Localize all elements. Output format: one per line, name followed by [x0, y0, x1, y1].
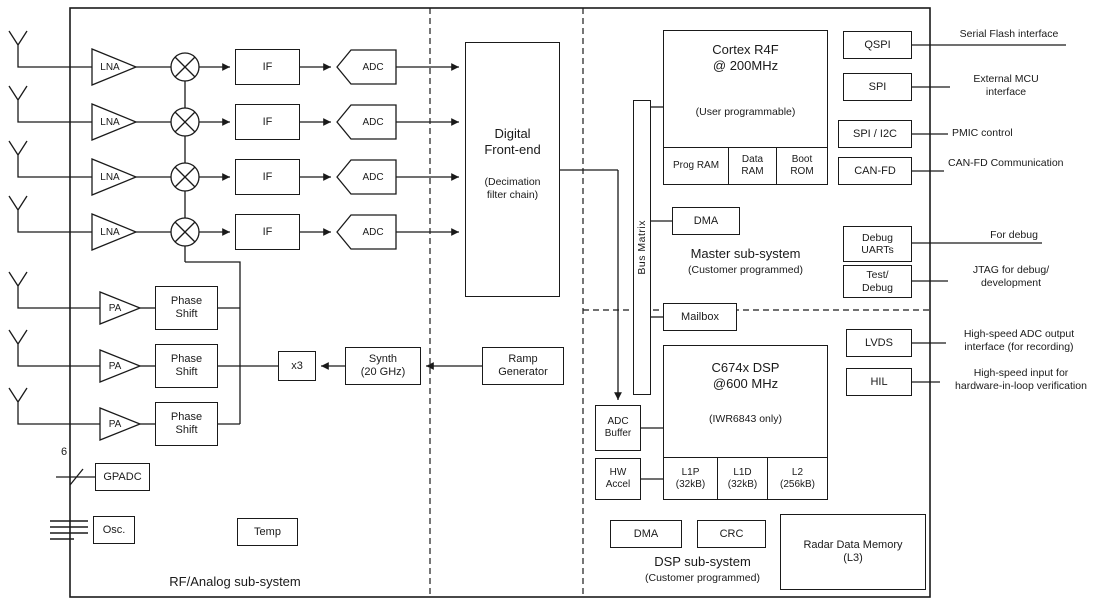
phase-shift-box: Phase Shift — [155, 344, 218, 388]
crystal-icon — [50, 520, 88, 540]
connector-lines — [56, 44, 1066, 480]
lna-label: LNA — [100, 171, 120, 183]
crc-box: CRC — [697, 520, 766, 548]
l1d-cell: L1D (32kB) — [717, 457, 768, 500]
radar-data-memory-box: Radar Data Memory (L3) — [780, 514, 926, 590]
master-dma-box: DMA — [672, 207, 740, 235]
mixer-icon — [170, 52, 200, 247]
dashed-partition-lines — [429, 8, 930, 597]
outer-frame — [69, 7, 931, 598]
adc-shape — [336, 49, 397, 250]
lna-label: LNA — [100, 226, 120, 238]
bus-width-slash — [69, 468, 84, 486]
cortex-r4f-note: (User programmable) — [695, 106, 796, 118]
hil-annotation: High-speed input for hardware-in-loop ve… — [955, 367, 1087, 393]
pa-label: PA — [108, 418, 122, 430]
test-debug-annotation: JTAG for debug/ development — [972, 264, 1050, 290]
adc-buffer-box: ADC Buffer — [595, 405, 641, 451]
if-box: IF — [235, 49, 300, 85]
gpadc-channel-count: 6 — [60, 446, 68, 458]
qspi-annotation: Serial Flash interface — [959, 28, 1059, 40]
rf-subsystem-label: RF/Analog sub-system — [169, 574, 301, 589]
spi-box: SPI — [843, 73, 912, 101]
mailbox-box: Mailbox — [663, 303, 737, 331]
rx-antenna-icon — [8, 30, 92, 233]
pa-label: PA — [108, 360, 122, 372]
dsp-dma-box: DMA — [610, 520, 682, 548]
pa-triangle — [99, 291, 142, 441]
debug-uarts-box: Debug UARTs — [843, 226, 912, 262]
temp-sensor-box: Temp — [237, 518, 298, 546]
prog-ram-cell: Prog RAM — [663, 147, 729, 185]
if-box: IF — [235, 214, 300, 250]
hw-accel-box: HW Accel — [595, 458, 641, 500]
test-debug-box: Test/ Debug — [843, 265, 912, 298]
l1p-cell: L1P (32kB) — [663, 457, 718, 500]
pa-label: PA — [108, 302, 122, 314]
tx-antenna-icon — [8, 271, 100, 425]
boot-rom-cell: Boot ROM — [776, 147, 828, 185]
adc-label: ADC — [362, 116, 384, 128]
bus-matrix-label: Bus Matrix — [635, 220, 648, 275]
lna-triangle — [91, 48, 138, 251]
master-subsystem-note: (Customer programmed) — [688, 264, 803, 276]
lvds-box: LVDS — [846, 329, 912, 357]
dsp-subsystem-note: (Customer programmed) — [645, 572, 760, 584]
can-fd-annotation: CAN-FD Communication — [948, 157, 1064, 169]
spi-annotation: External MCU interface — [973, 73, 1039, 99]
digital-front-end-note: (Decimation filter chain) — [484, 176, 541, 202]
can-fd-box: CAN-FD — [838, 157, 912, 185]
phase-shift-box: Phase Shift — [155, 402, 218, 446]
if-box: IF — [235, 159, 300, 195]
synth-box: Synth (20 GHz) — [345, 347, 421, 385]
hil-box: HIL — [846, 368, 912, 396]
debug-uarts-annotation: For debug — [990, 229, 1038, 241]
master-subsystem-label: Master sub-system — [690, 246, 801, 261]
digital-front-end-box — [465, 42, 560, 297]
lna-label: LNA — [100, 116, 120, 128]
lna-label: LNA — [100, 61, 120, 73]
adc-label: ADC — [362, 61, 384, 73]
c674x-dsp-note: (IWR6843 only) — [709, 413, 782, 425]
spi-i2c-box: SPI / I2C — [838, 120, 912, 148]
lvds-annotation: High-speed ADC output interface (for rec… — [963, 328, 1075, 354]
cortex-r4f-title: Cortex R4F @ 200MHz — [712, 42, 779, 74]
ramp-generator-box: Ramp Generator — [482, 347, 564, 385]
osc-box: Osc. — [93, 516, 135, 544]
l2-cell: L2 (256kB) — [767, 457, 828, 500]
phase-shift-box: Phase Shift — [155, 286, 218, 330]
dsp-subsystem-label: DSP sub-system — [654, 554, 751, 569]
spi-i2c-annotation: PMIC control — [952, 127, 1013, 139]
x3-multiplier-box: x3 — [278, 351, 316, 381]
qspi-box: QSPI — [843, 31, 912, 59]
bus-matrix-box: Bus Matrix — [633, 100, 651, 395]
c674x-dsp-title: C674x DSP @600 MHz — [711, 360, 780, 392]
data-ram-cell: Data RAM — [728, 147, 777, 185]
adc-label: ADC — [362, 226, 384, 238]
gpadc-box: GPADC — [95, 463, 150, 491]
adc-label: ADC — [362, 171, 384, 183]
if-box: IF — [235, 104, 300, 140]
digital-front-end-title: Digital Front-end — [484, 126, 541, 158]
